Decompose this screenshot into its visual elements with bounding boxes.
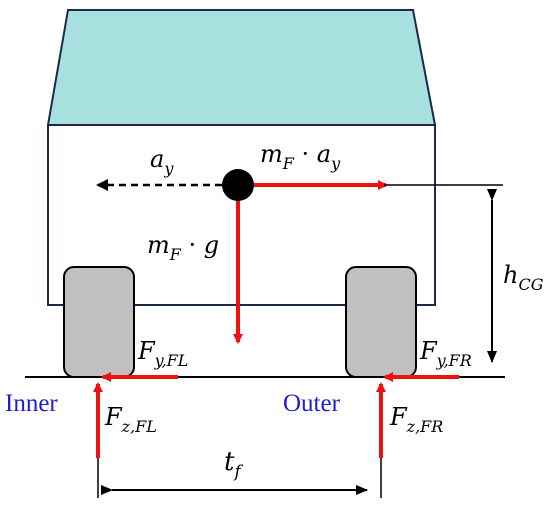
outer-side-label: Outer (283, 390, 341, 417)
lateral-acceleration-label: ay (150, 145, 174, 178)
vertical-force-fl-label: Fz,FL (104, 403, 157, 436)
lateral-force-fr-label: Fy,FR (419, 337, 472, 370)
lateral-force-fl-label: Fy,FL (137, 337, 188, 370)
track-width-label: tf (224, 447, 243, 482)
inner-side-label: Inner (5, 390, 58, 417)
vehicle-roof (46, 9, 437, 126)
center-of-gravity-dot (222, 169, 254, 201)
inertial-force-label: mF · ay (260, 140, 341, 173)
left-tire (63, 266, 135, 378)
cg-height-label: hCG (503, 261, 544, 294)
weight-force-label: mF · g (147, 231, 219, 264)
right-tire (345, 266, 417, 378)
vertical-force-fr-label: Fz,FR (389, 403, 443, 436)
